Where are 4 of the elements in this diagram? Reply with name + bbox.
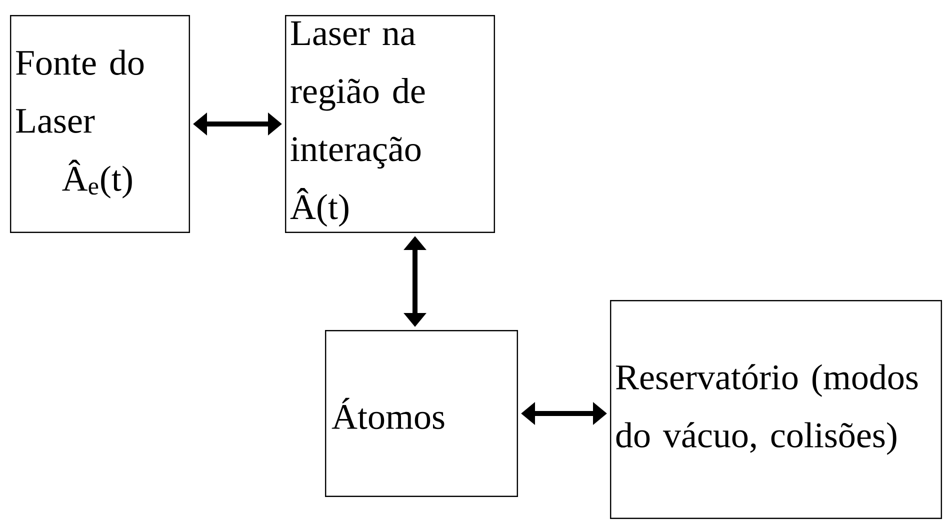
text-box: Laser na região de interação Â(t) [285,15,495,233]
text-box: Átomos [325,330,518,497]
text-box: Reservatório (modos do vácuo, colisões) [610,300,942,519]
text-box: Fonte do Laser Â$_{e}$(t) [10,15,190,233]
